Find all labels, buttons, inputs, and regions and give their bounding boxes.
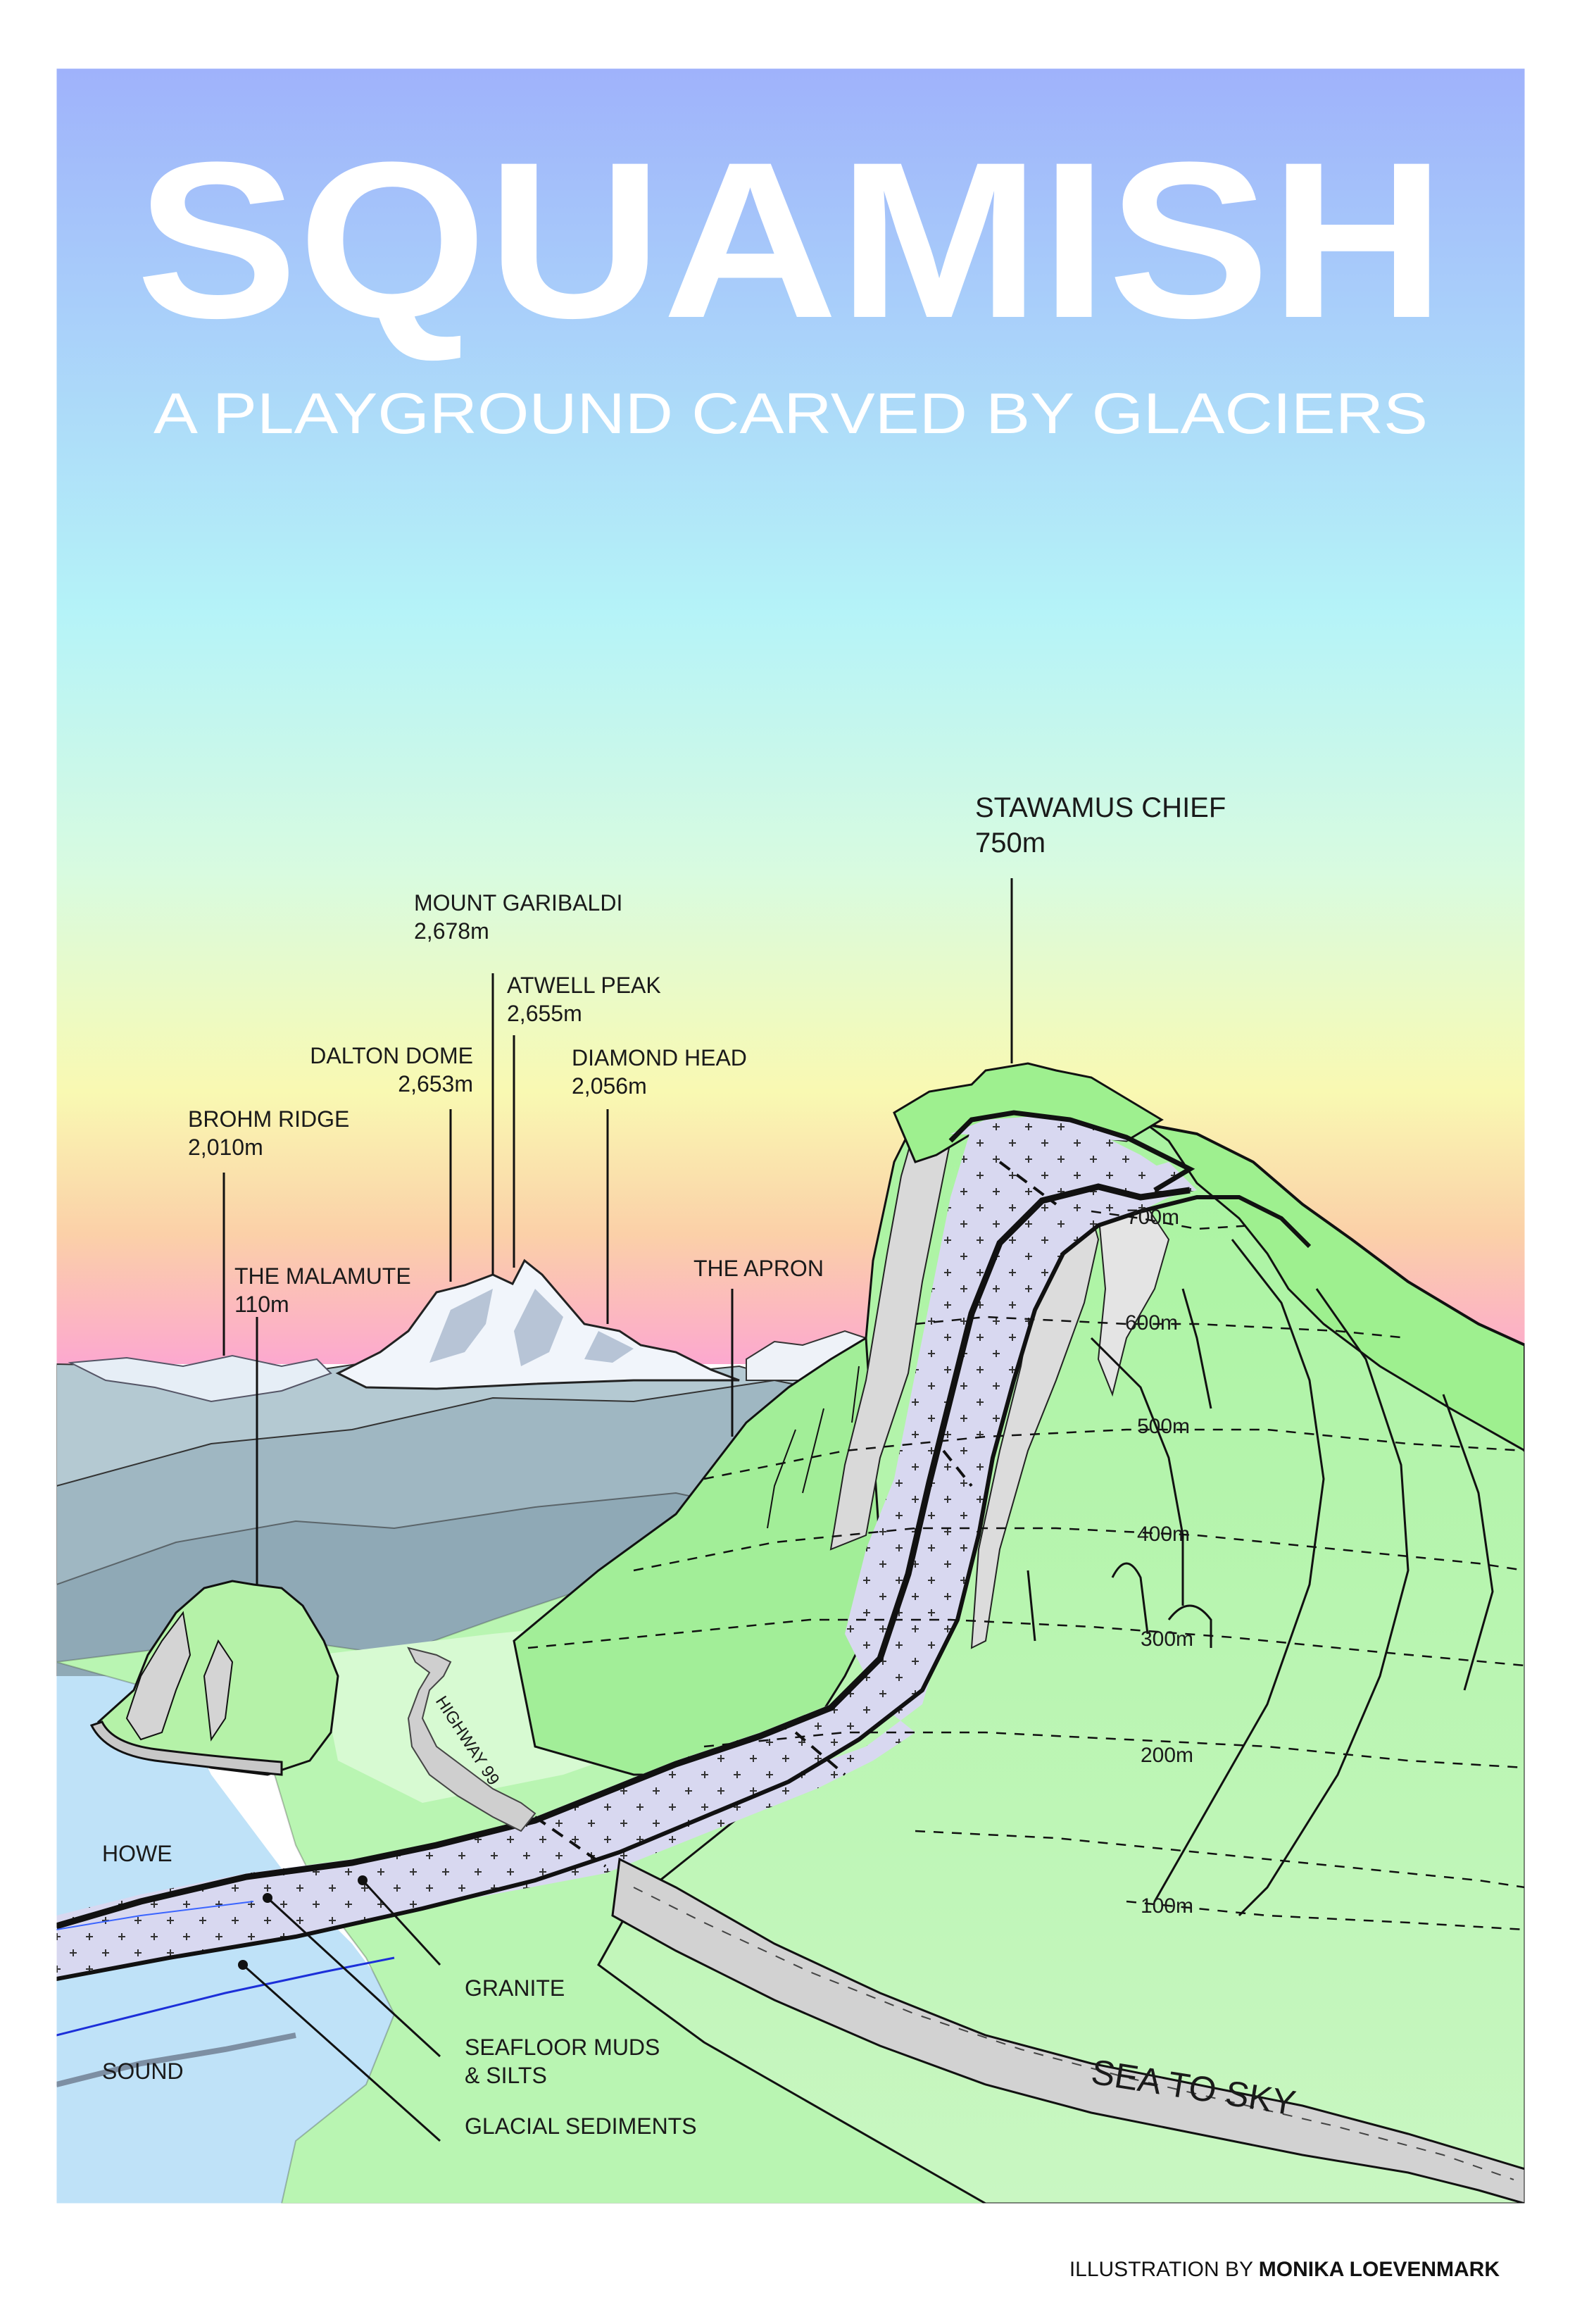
geology-leader-dots bbox=[238, 1875, 368, 1970]
mount-garibaldi-name: MOUNT GARIBALDI bbox=[414, 890, 622, 916]
granite-label: GRANITE bbox=[465, 1975, 565, 2001]
credit-name: MONIKA LOEVENMARK bbox=[1259, 2258, 1500, 2281]
contour-600: 600m bbox=[1125, 1311, 1178, 1335]
diamond-head-name: DIAMOND HEAD bbox=[572, 1045, 747, 1070]
dalton-dome-elev: 2,653m bbox=[398, 1071, 473, 1097]
slope-lines bbox=[1027, 1239, 1494, 1917]
malamute-rock-face bbox=[125, 1611, 234, 1742]
apron-name: THE APRON bbox=[693, 1256, 824, 1281]
chief-cliff-east bbox=[1097, 1196, 1170, 1397]
contour-700: 700m bbox=[1126, 1206, 1179, 1229]
contour-500: 500m bbox=[1137, 1415, 1190, 1438]
malamute-elev: 110m bbox=[234, 1292, 289, 1317]
sea-to-sky-centerline bbox=[633, 1887, 1514, 2180]
credit-prefix: ILLUSTRATION BY bbox=[1069, 2258, 1259, 2281]
contour-lines bbox=[527, 1210, 1525, 1931]
sea-to-sky-highway bbox=[611, 1857, 1525, 2204]
brohm-ridge-snow bbox=[68, 1354, 332, 1403]
atwell-peak-elev: 2,655m bbox=[507, 1001, 582, 1026]
contour-200: 200m bbox=[1141, 1744, 1193, 1767]
contour-300: 300m bbox=[1141, 1628, 1193, 1651]
contour-400: 400m bbox=[1137, 1523, 1190, 1546]
garibaldi-shadows bbox=[429, 1289, 634, 1366]
seafloor-silt-line bbox=[56, 1956, 395, 2037]
stawamus-chief-elev: 750m bbox=[975, 827, 1046, 858]
apron-strokes bbox=[767, 1366, 860, 1529]
malamute-road bbox=[89, 1720, 283, 1776]
sky-background bbox=[56, 68, 1525, 1364]
contour-100: 100m bbox=[1141, 1894, 1193, 1918]
glacial-sediments-label: GLACIAL SEDIMENTS bbox=[465, 2113, 697, 2139]
diamond-head-elev: 2,056m bbox=[572, 1073, 647, 1099]
peak-leader-lines bbox=[222, 878, 1013, 1585]
brohm-ridge-elev: 2,010m bbox=[188, 1135, 263, 1160]
poster-frame bbox=[56, 68, 1526, 2204]
howe-label: HOWE bbox=[102, 1841, 172, 1866]
stawamus-chief-name: STAWAMUS CHIEF bbox=[975, 792, 1226, 823]
fault-lines bbox=[534, 1161, 1057, 1868]
granite-bottom-boundary bbox=[56, 1195, 1312, 1981]
poster-subtitle: A PLAYGROUND CARVED BY GLACIERS bbox=[153, 382, 1428, 446]
poster-title: SQUAMISH bbox=[136, 115, 1445, 364]
highway-99 bbox=[407, 1647, 536, 1832]
seafloor-label-1: SEAFLOOR MUDS bbox=[465, 2035, 660, 2060]
mount-garibaldi-elev: 2,678m bbox=[414, 918, 489, 944]
upper-granite-outline bbox=[948, 1110, 1195, 1193]
seafloor-label-2: & SILTS bbox=[465, 2063, 547, 2088]
atwell-peak-name: ATWELL PEAK bbox=[507, 973, 661, 998]
illustration-credit: ILLUSTRATION BY MONIKA LOEVENMARK bbox=[1069, 2258, 1500, 2281]
dalton-dome-name: DALTON DOME bbox=[310, 1043, 473, 1068]
granite-top-boundary bbox=[56, 1183, 1191, 1930]
howe-current-line bbox=[56, 1901, 254, 1930]
geology-leader-lines bbox=[242, 1879, 441, 2142]
sound-label: SOUND bbox=[102, 2059, 184, 2084]
glacial-sediment-line bbox=[56, 2032, 296, 2087]
malamute-name: THE MALAMUTE bbox=[234, 1263, 411, 1289]
brohm-ridge-name: BROHM RIDGE bbox=[188, 1106, 349, 1132]
